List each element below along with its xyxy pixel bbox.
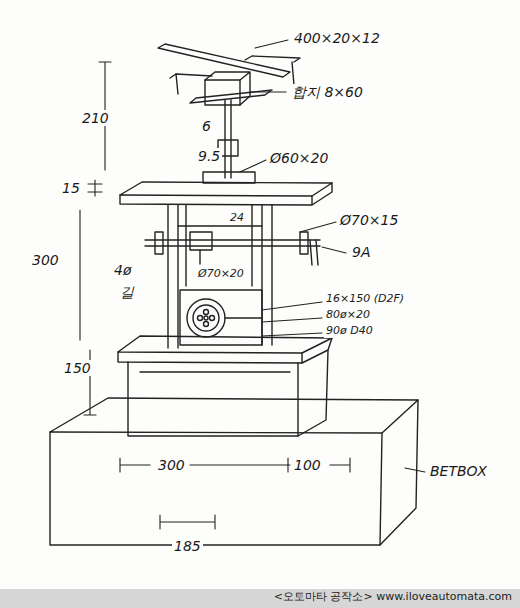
width-dimension: 185: [172, 538, 203, 554]
vertical-shaft: [203, 100, 255, 183]
height-dimension: 150: [62, 360, 93, 376]
part-dimension: Ø70×15: [338, 212, 400, 228]
dimension: 6: [200, 118, 213, 134]
footer-band: [0, 589, 520, 608]
gear-housing: [180, 290, 262, 345]
leader-lines: [240, 40, 425, 472]
part-dimension: 16×150 (D2F): [324, 293, 406, 306]
dimension: 24: [228, 212, 246, 225]
height-dimension: 210: [80, 110, 111, 126]
base-box: [50, 398, 418, 545]
part-dimension: Ø60×20: [268, 150, 330, 166]
frame: [168, 205, 272, 348]
watermark: <오토마타 공작소> www.iloveautomata.com: [272, 591, 514, 604]
part-dimension: 400×20×12: [292, 30, 382, 46]
middle-box: [118, 336, 332, 436]
top-cross-arms: [158, 44, 300, 105]
part-dimension: Ø70×20: [196, 268, 246, 281]
dimension-lines: [80, 62, 350, 529]
height-dimension: 15: [60, 180, 82, 196]
box-note: BETBOX: [428, 463, 489, 479]
width-dimension: 100: [292, 457, 323, 473]
part-dimension: 합지 8×60: [290, 84, 365, 100]
crank-shaft: [145, 232, 320, 265]
part-note: 길: [118, 284, 136, 300]
height-dimension: 300: [30, 252, 61, 268]
top-plate: [120, 182, 332, 205]
dimension: 9.5: [196, 148, 222, 164]
part-dimension: 90ø D40: [324, 325, 375, 338]
width-dimension: 300: [156, 457, 187, 473]
part-note: 9A: [350, 244, 372, 260]
part-dimension: 80ø×20: [324, 309, 372, 322]
part-dimension: 4ø: [112, 262, 133, 278]
